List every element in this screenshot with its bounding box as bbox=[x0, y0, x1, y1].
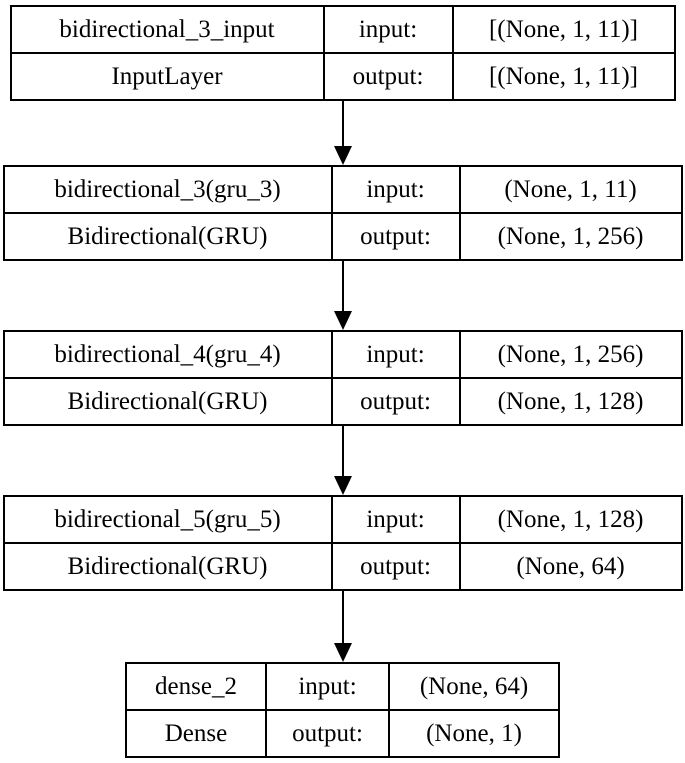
node-output-row: Dense output: (None, 1) bbox=[127, 709, 558, 756]
node-output-row: Bidirectional(GRU) output: (None, 1, 128… bbox=[4, 377, 681, 424]
input-label: input: bbox=[322, 7, 452, 52]
layer-name: bidirectional_4(gru_4) bbox=[54, 341, 281, 368]
input-label: input: bbox=[330, 167, 459, 212]
node-input-row: bidirectional_4(gru_4) input: (None, 1, … bbox=[5, 332, 681, 377]
node-input-row: bidirectional_3(gru_3) input: (None, 1, … bbox=[5, 167, 681, 212]
output-label: output: bbox=[265, 711, 388, 756]
output-shape: (None, 1, 256) bbox=[458, 214, 681, 259]
arrow-down-icon bbox=[333, 591, 352, 662]
layer-type: Bidirectional(GRU) bbox=[67, 388, 268, 415]
layer-name: bidirectional_3(gru_3) bbox=[54, 176, 281, 203]
input-label: input: bbox=[265, 664, 388, 709]
layer-type: Dense bbox=[164, 720, 228, 747]
arrow-line bbox=[341, 261, 344, 311]
arrow-head bbox=[333, 476, 352, 495]
arrow-down-icon bbox=[333, 261, 352, 330]
node-bidirectional-gru-4: bidirectional_4(gru_4) input: (None, 1, … bbox=[2, 330, 683, 426]
layer-type: InputLayer bbox=[111, 63, 223, 90]
node-input-row: dense_2 input: (None, 64) bbox=[127, 664, 558, 709]
arrow-line bbox=[341, 426, 344, 476]
output-shape: (None, 64) bbox=[458, 544, 681, 589]
input-shape: (None, 1, 128) bbox=[458, 497, 681, 542]
node-inputlayer: bidirectional_3_input input: [(None, 1, … bbox=[9, 5, 676, 101]
output-label: output: bbox=[330, 544, 459, 589]
output-shape: (None, 1, 128) bbox=[458, 379, 681, 424]
input-label: input: bbox=[330, 332, 459, 377]
arrow-down-icon bbox=[333, 426, 352, 495]
node-input-row: bidirectional_5(gru_5) input: (None, 1, … bbox=[5, 497, 681, 542]
arrow-line bbox=[341, 591, 344, 643]
output-label: output: bbox=[330, 214, 459, 259]
input-shape: (None, 64) bbox=[388, 664, 558, 709]
arrow-head bbox=[333, 311, 352, 330]
node-output-row: Bidirectional(GRU) output: (None, 64) bbox=[4, 542, 681, 589]
node-input-row: bidirectional_3_input input: [(None, 1, … bbox=[12, 7, 674, 52]
node-dense: dense_2 input: (None, 64) Dense output: … bbox=[125, 662, 560, 758]
node-bidirectional-gru-3: bidirectional_3(gru_3) input: (None, 1, … bbox=[2, 165, 683, 261]
layer-type: Bidirectional(GRU) bbox=[67, 553, 268, 580]
output-label: output: bbox=[322, 54, 452, 99]
output-shape: [(None, 1, 11)] bbox=[451, 54, 674, 99]
layer-name: bidirectional_5(gru_5) bbox=[54, 506, 281, 533]
output-label: output: bbox=[330, 379, 459, 424]
layer-type: Bidirectional(GRU) bbox=[67, 223, 268, 250]
input-shape: [(None, 1, 11)] bbox=[451, 7, 674, 52]
arrow-line bbox=[341, 101, 344, 146]
input-shape: (None, 1, 11) bbox=[458, 167, 681, 212]
arrow-head bbox=[333, 643, 352, 662]
arrow-down-icon bbox=[333, 101, 352, 165]
node-output-row: Bidirectional(GRU) output: (None, 1, 256… bbox=[4, 212, 681, 259]
input-shape: (None, 1, 256) bbox=[458, 332, 681, 377]
output-shape: (None, 1) bbox=[388, 711, 558, 756]
node-bidirectional-gru-5: bidirectional_5(gru_5) input: (None, 1, … bbox=[2, 495, 683, 591]
arrow-head bbox=[333, 146, 352, 165]
layer-name: dense_2 bbox=[155, 673, 237, 700]
node-output-row: InputLayer output: [(None, 1, 11)] bbox=[11, 52, 674, 99]
layer-name: bidirectional_3_input bbox=[59, 16, 275, 43]
input-label: input: bbox=[330, 497, 459, 542]
